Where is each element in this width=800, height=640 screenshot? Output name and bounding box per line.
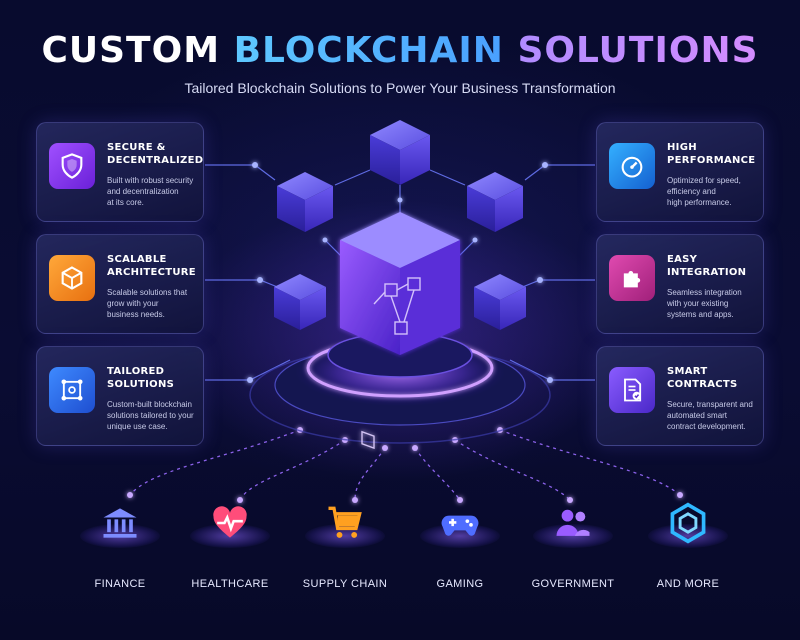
small-cubes — [274, 120, 526, 330]
industry-supply-chain: SUPPLY CHAIN — [290, 498, 400, 608]
cart-icon — [320, 498, 370, 548]
industry-links — [129, 429, 681, 501]
circuit-nodes — [247, 162, 553, 383]
industry-label: GOVERNMENT — [531, 578, 615, 590]
page-title: CUSTOM BLOCKCHAIN SOLUTIONS — [0, 30, 800, 71]
page-subtitle: Tailored Blockchain Solutions to Power Y… — [184, 80, 616, 96]
heart-pulse-icon — [205, 498, 255, 548]
hexagon-icon — [663, 498, 713, 548]
speedometer-icon — [609, 143, 655, 189]
industry-label: FINANCE — [94, 578, 146, 590]
industry-label: AND MORE — [656, 578, 720, 590]
feature-card-secure: SECURE &DECENTRALIZED Built with robust … — [36, 122, 204, 222]
industry-finance: FINANCE — [65, 498, 175, 608]
central-cube — [340, 212, 460, 450]
feature-title: SECURE &DECENTRALIZED — [107, 142, 204, 166]
gamepad-icon — [435, 498, 485, 548]
industry-and-more: AND MORE — [633, 498, 743, 608]
industry-healthcare: HEALTHCARE — [175, 498, 285, 608]
industry-government: GOVERNMENT — [518, 498, 628, 608]
bank-icon — [95, 498, 145, 548]
title-word-blockchain: BLOCKCHAIN — [233, 30, 504, 71]
title-word-solutions: SOLUTIONS — [517, 30, 759, 71]
shield-icon — [49, 143, 95, 189]
cube-icon — [49, 255, 95, 301]
industry-label: HEALTHCARE — [191, 578, 269, 590]
title-word-custom: CUSTOM — [41, 30, 221, 71]
blockchain-network-icon — [49, 367, 95, 413]
industry-label: SUPPLY CHAIN — [302, 578, 388, 590]
industry-pedestal — [648, 524, 728, 548]
people-icon — [548, 498, 598, 548]
industry-label: GAMING — [436, 578, 484, 590]
puzzle-icon — [609, 255, 655, 301]
industry-gaming: GAMING — [405, 498, 515, 608]
contract-icon — [609, 367, 655, 413]
